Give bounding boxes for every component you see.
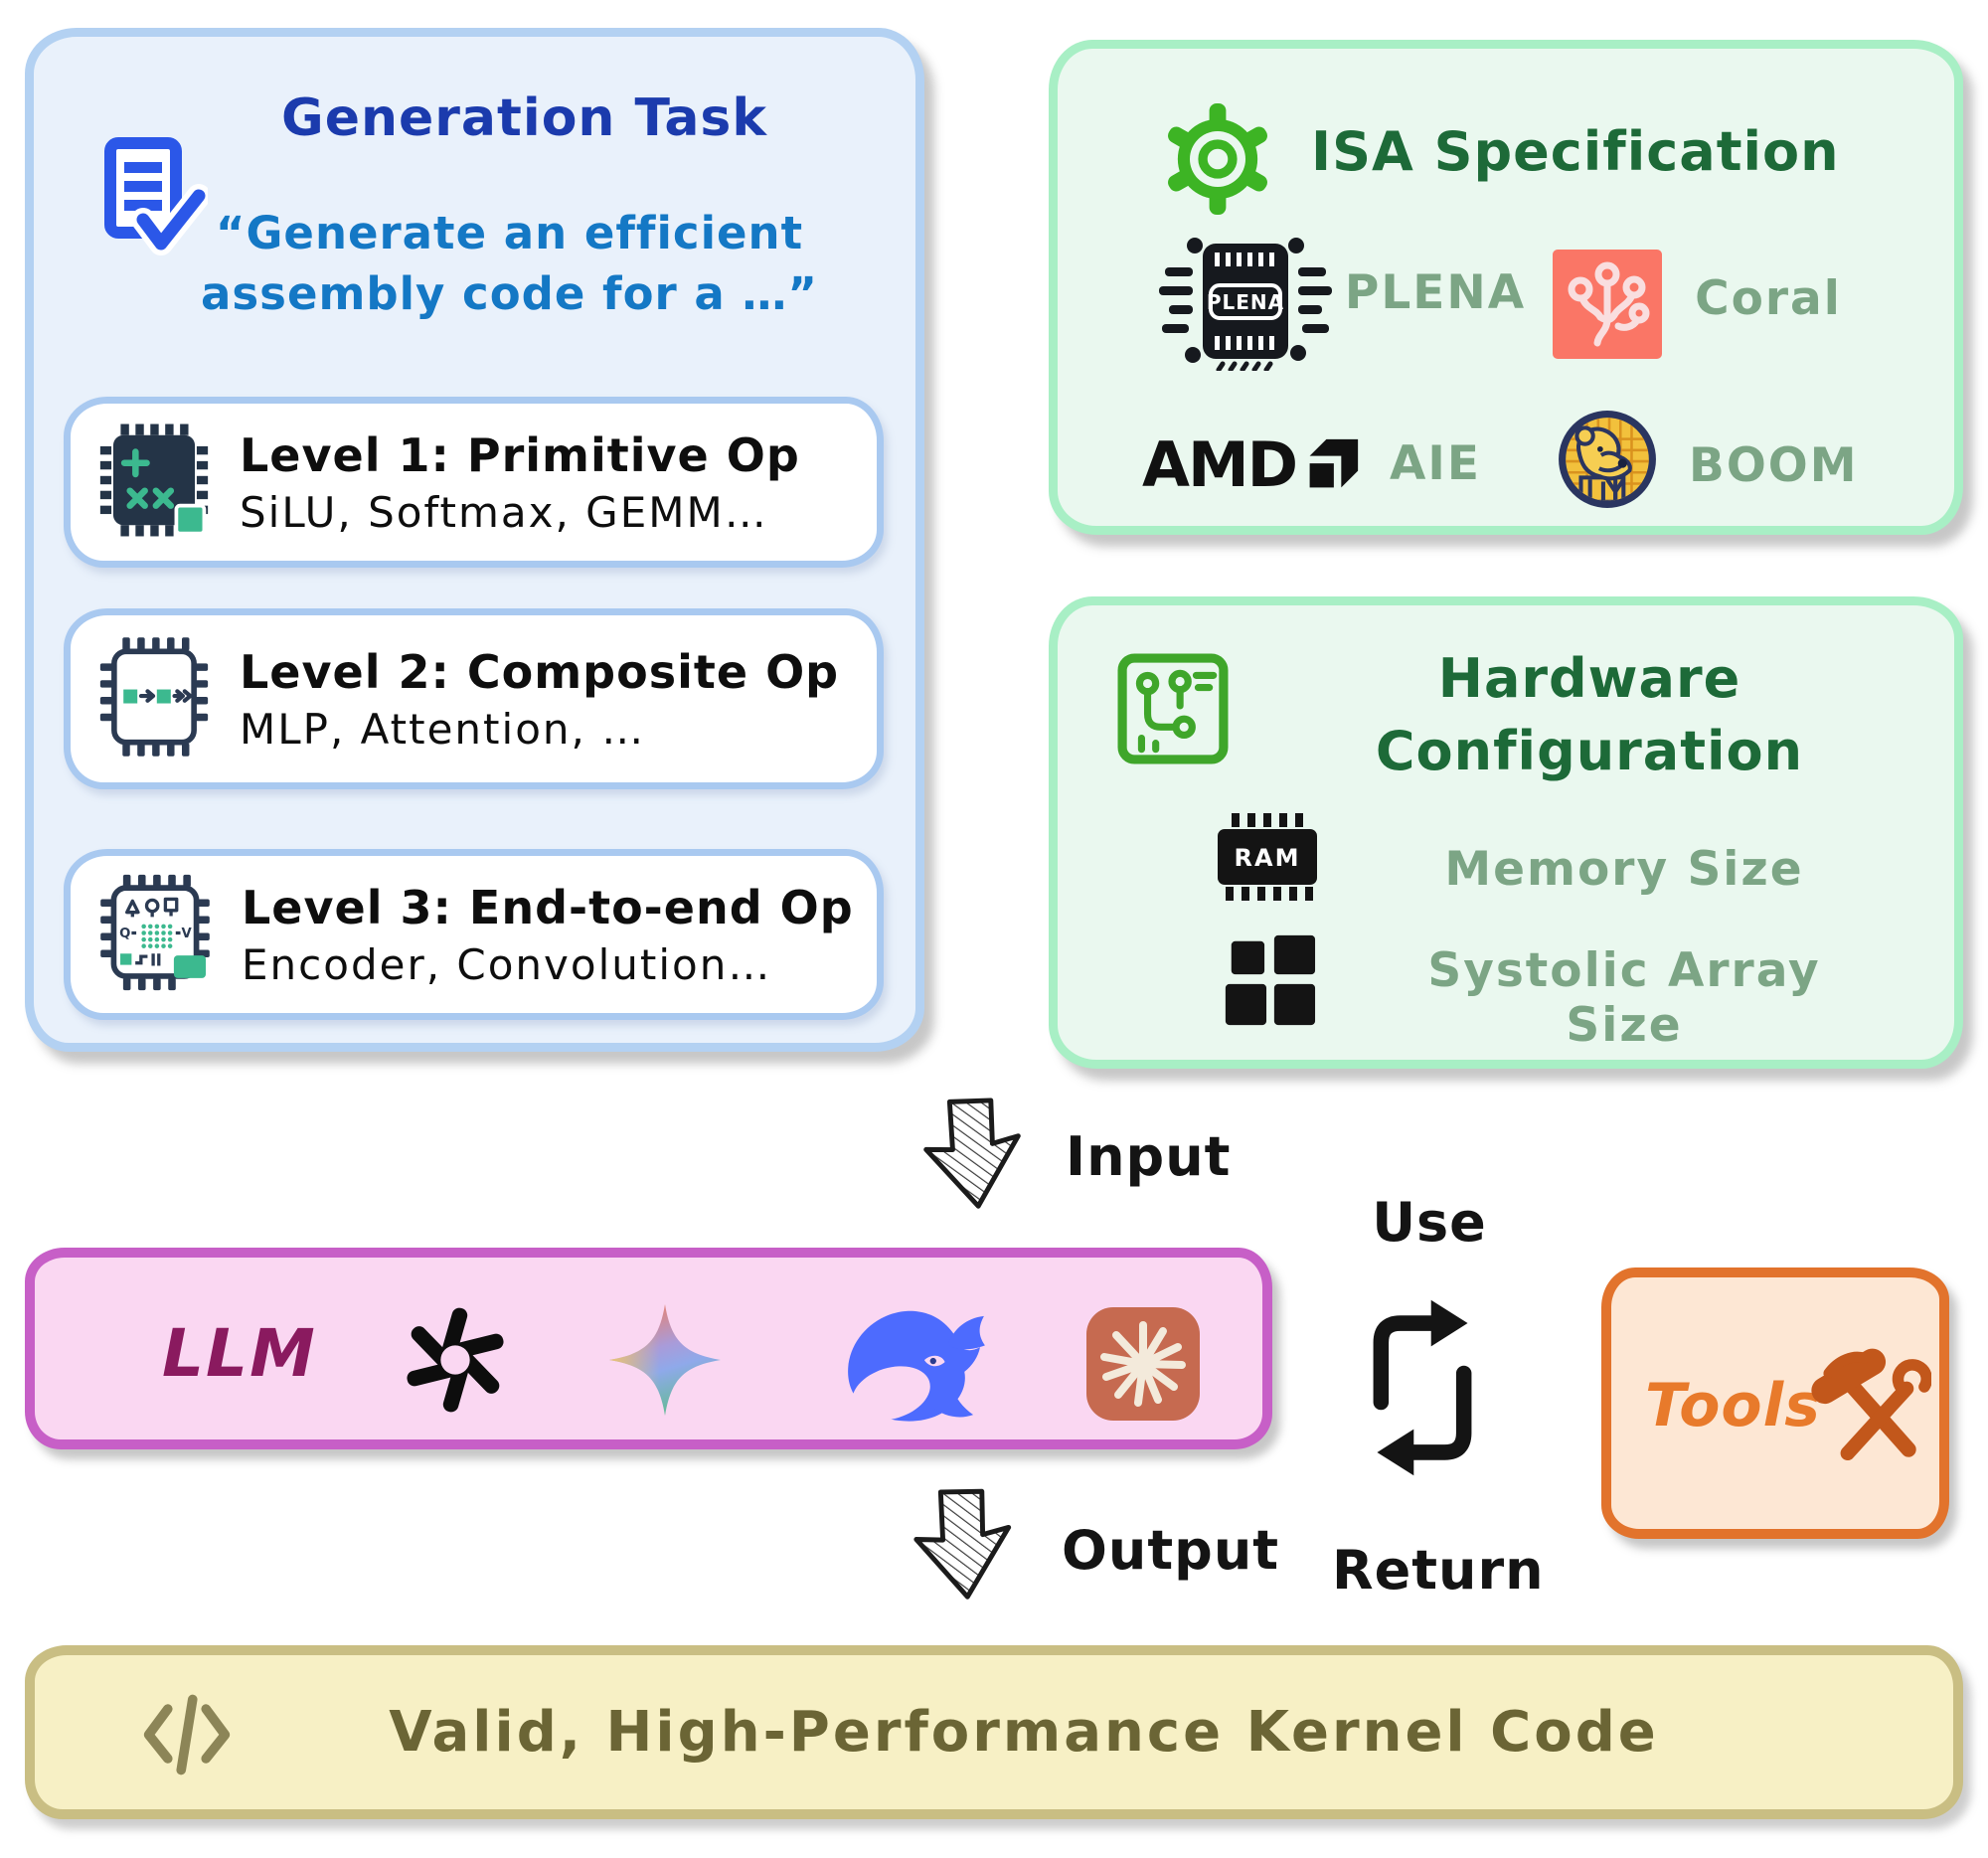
chip-primitive-icon bbox=[98, 422, 210, 543]
generation-task-title: Generation Task bbox=[281, 88, 767, 148]
quote-line-1: “Generate an efficient bbox=[215, 207, 804, 259]
chip-composite-icon bbox=[98, 635, 210, 762]
isa-specification-title: ISA Specification bbox=[1311, 120, 1840, 183]
chip-letter-q: Q bbox=[119, 927, 130, 941]
level-2-card: Level 2: Composite Op MLP, Attention, … bbox=[64, 608, 884, 789]
document-check-icon bbox=[103, 136, 211, 259]
memory-size-label: Memory Size bbox=[1444, 842, 1804, 897]
hardware-configuration-box: Hardware Configuration RAM Memory Size bbox=[1049, 596, 1963, 1069]
isa-specification-box: ISA Specification PLENA bbox=[1049, 40, 1963, 535]
level-1-title: Level 1: Primitive Op bbox=[240, 427, 800, 482]
generation-task-quote: “Generate an efficient assembly code for… bbox=[34, 204, 915, 325]
plena-chip-label: PLENA bbox=[1207, 290, 1284, 314]
deepseek-logo bbox=[842, 1305, 999, 1427]
level-3-card: Q V Level 3: End-to-end Op bbox=[64, 849, 884, 1020]
chip-letter-v: V bbox=[181, 927, 192, 941]
hardware-config-title-line2: Configuration bbox=[1375, 719, 1804, 782]
level-1-card: Level 1: Primitive Op SiLU, Softmax, GEM… bbox=[64, 397, 884, 568]
circuit-board-icon bbox=[1117, 653, 1229, 768]
plena-chip-icon: PLENA bbox=[1157, 234, 1334, 375]
aie-label: AIE bbox=[1390, 436, 1481, 491]
plena-label: PLENA bbox=[1344, 265, 1527, 320]
result-label: Valid, High-Performance Kernel Code bbox=[389, 1700, 1659, 1765]
claude-logo bbox=[1086, 1307, 1200, 1425]
systolic-array-size-label: Systolic Array Size bbox=[1427, 943, 1821, 1053]
level-2-title: Level 2: Composite Op bbox=[240, 644, 840, 699]
level-3-title: Level 3: End-to-end Op bbox=[242, 880, 854, 934]
level-1-subtitle: SiLU, Softmax, GEMM… bbox=[240, 487, 768, 537]
amd-arrow-glyph bbox=[1309, 438, 1359, 487]
output-arrow-icon bbox=[898, 1478, 1036, 1618]
chip-end-to-end-icon: Q V bbox=[98, 873, 212, 996]
llm-label: LLM bbox=[162, 1315, 317, 1392]
llm-box: LLM bbox=[25, 1248, 1272, 1449]
output-label: Output bbox=[1062, 1519, 1280, 1582]
level-2-subtitle: MLP, Attention, … bbox=[240, 704, 646, 754]
ram-chip-icon: RAM bbox=[1212, 812, 1323, 916]
result-box: Valid, High-Performance Kernel Code bbox=[25, 1645, 1963, 1819]
ram-chip-label: RAM bbox=[1235, 844, 1301, 872]
hardware-config-title-line1: Hardware bbox=[1437, 647, 1741, 710]
return-label: Return bbox=[1332, 1539, 1545, 1602]
hammer-wrench-icon bbox=[1798, 1339, 1932, 1476]
code-icon bbox=[139, 1691, 235, 1782]
use-return-cycle-icon bbox=[1360, 1282, 1485, 1497]
coral-icon bbox=[1553, 250, 1662, 363]
tools-box: Tools bbox=[1601, 1267, 1949, 1539]
gemini-logo bbox=[607, 1302, 723, 1422]
input-label: Input bbox=[1066, 1125, 1232, 1188]
coral-label: Coral bbox=[1695, 271, 1842, 326]
tools-label: Tools bbox=[1645, 1371, 1821, 1440]
generation-task-box: Generation Task “Generate an efficient a… bbox=[25, 28, 924, 1052]
amd-logo-text: AMD bbox=[1142, 428, 1298, 501]
gear-icon bbox=[1162, 103, 1273, 219]
boom-label: BOOM bbox=[1689, 438, 1859, 493]
boom-mascot-icon bbox=[1557, 409, 1658, 514]
input-arrow-icon bbox=[907, 1090, 1046, 1226]
level-3-subtitle: Encoder, Convolution… bbox=[242, 939, 772, 989]
systolic-array-icon bbox=[1220, 931, 1317, 1033]
use-label: Use bbox=[1372, 1191, 1487, 1254]
quote-line-2: assembly code for a …” bbox=[201, 266, 818, 320]
amd-logo: AMD bbox=[1142, 428, 1360, 501]
openai-logo bbox=[401, 1305, 510, 1419]
